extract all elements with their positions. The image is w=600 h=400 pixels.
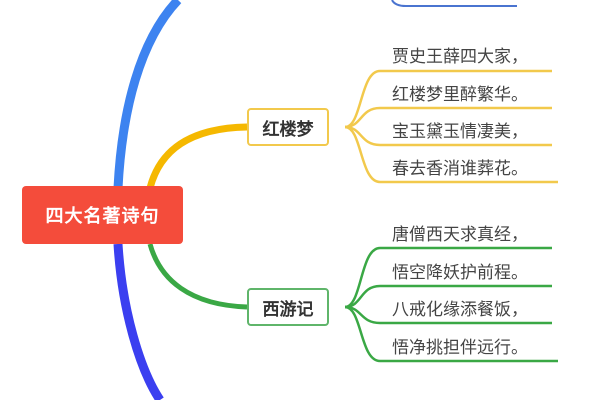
leaf-node[interactable]: 红楼梦里醉繁华。	[392, 85, 528, 105]
leaf-node[interactable]: 春去香消谁葬花。	[392, 159, 528, 179]
branch-label: 红楼梦	[262, 119, 314, 140]
leaf-node[interactable]: 悟净挑担伴远行。	[392, 338, 528, 358]
leaf-node[interactable]: 八戒化缘添餐饭，	[392, 300, 528, 320]
leaf-node[interactable]: 贾史王薛四大家，	[392, 47, 528, 67]
leaf-node[interactable]: 唐僧西天求真经，	[392, 225, 528, 245]
branch-node-xiyou[interactable]: 西游记	[247, 288, 329, 326]
root-label: 四大名著诗句	[45, 206, 160, 227]
leaf-node[interactable]: 悟空降妖护前程。	[392, 263, 528, 283]
leaf-node[interactable]: 宝玉黛玉情凄美，	[392, 122, 528, 142]
branch-node-honglou[interactable]: 红楼梦	[247, 108, 329, 146]
branch-label: 西游记	[262, 299, 314, 320]
root-node[interactable]: 四大名著诗句	[22, 186, 183, 244]
